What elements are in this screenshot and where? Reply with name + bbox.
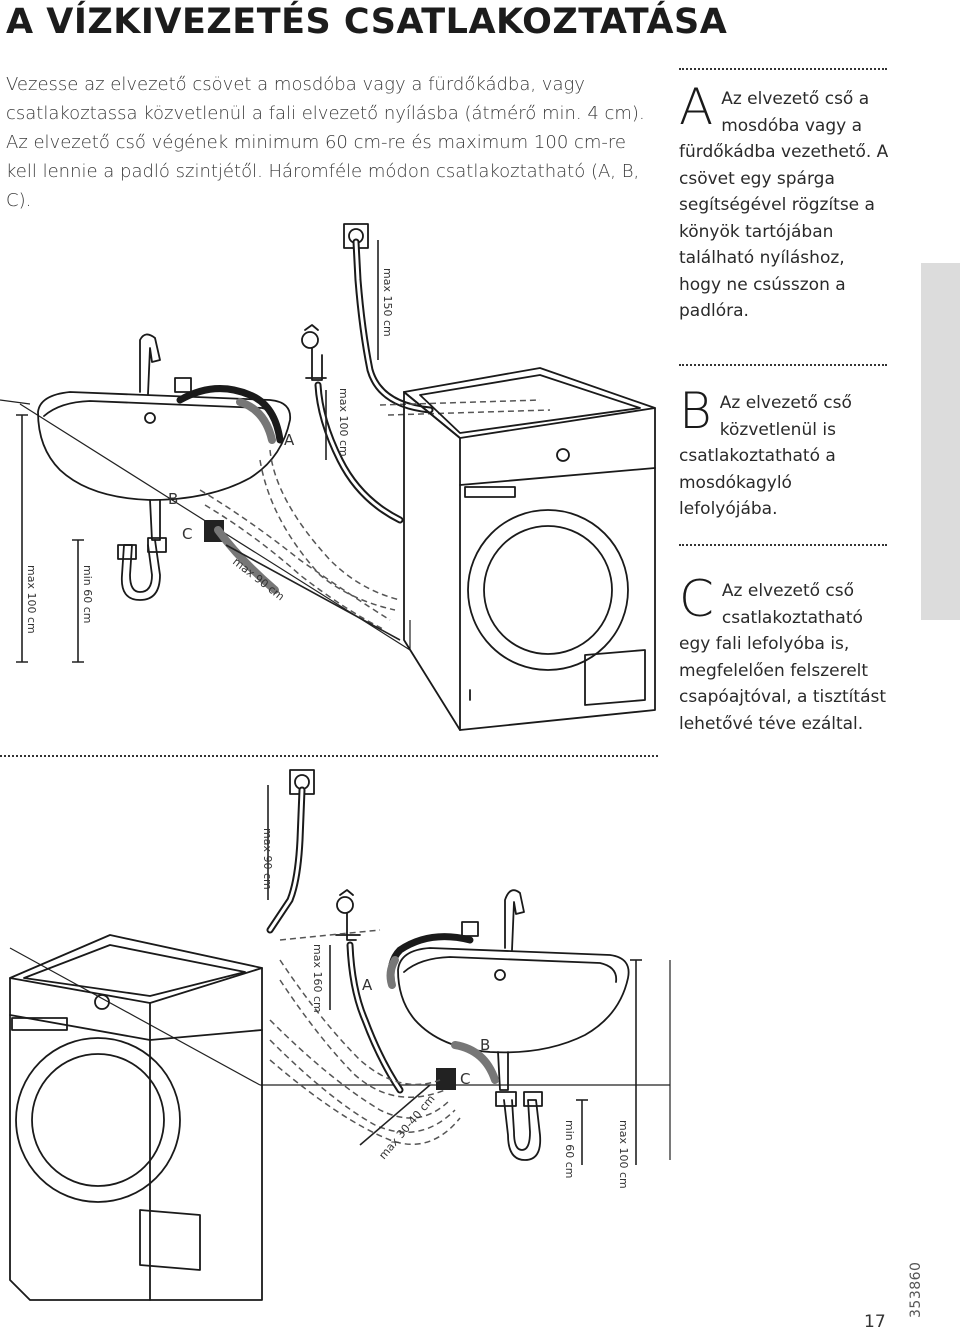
measure-min-60: min 60 cm [563,1120,576,1179]
intro-paragraph: Vezesse az elvezető csövet a mosdóba vag… [6,74,645,211]
measure-max-100-floor: max 100 cm [25,565,38,634]
divider [679,364,887,366]
option-a: A Az elvezető cső a mosdóba vagy a fürdő… [679,78,889,325]
top-diagram [0,223,656,731]
divider [679,544,887,546]
option-a-text: Az elvezető cső a mosdóba vagy a fürdőká… [679,89,889,321]
bottom-diagram [9,769,671,1301]
option-c-text: Az elvezető cső csatlakoztatható egy fal… [679,581,887,734]
page-number: 17 [864,1312,886,1332]
option-b: B Az elvezető cső közvetlenül is csatlak… [679,382,889,523]
option-c: C Az elvezető cső csatlakoztatható egy f… [679,570,889,737]
measure-max-100-hose: max 100 cm [337,388,350,457]
label-b: B [168,490,178,508]
page-title: A VÍZKIVEZETÉS CSATLAKOZTATÁSA [6,2,728,42]
option-b-letter: B [679,382,712,440]
measure-max-100: max 100 cm [617,1120,630,1189]
label-a: A [362,976,373,994]
measure-min-60: min 60 cm [81,565,94,624]
label-a: A [284,431,295,449]
label-c: C [182,525,192,543]
measure-max-160: max 160 cm [311,944,324,1013]
document-code: 353860 [908,1261,924,1318]
option-a-letter: A [679,78,714,136]
divider [679,68,887,70]
option-b-text: Az elvezető cső közvetlenül is csatlakoz… [679,393,852,519]
measure-max-90: max 90 cm [261,828,274,890]
label-c: C [460,1070,470,1088]
section-divider [0,755,658,757]
side-tab-marker [921,263,960,620]
label-b: B [480,1036,490,1054]
measure-max-30-40: max 30-40 cm [376,1093,437,1162]
measure-max-150: max 150 cm [381,268,394,337]
option-c-letter: C [679,570,714,628]
